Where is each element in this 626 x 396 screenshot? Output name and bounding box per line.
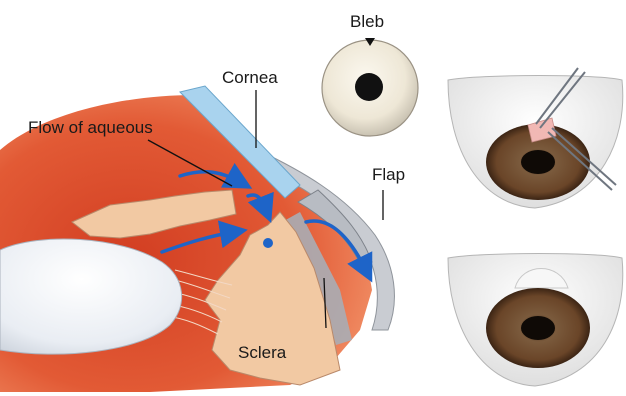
eye-with-forceps — [448, 68, 623, 208]
label-flap: Flap — [372, 165, 405, 185]
sclerostomy — [263, 238, 273, 248]
bleb-view — [322, 38, 418, 136]
pupil-upper — [521, 150, 555, 174]
label-flow-of-aqueous: Flow of aqueous — [28, 118, 153, 138]
label-sclera: Sclera — [238, 343, 286, 363]
bleb-pupil — [355, 73, 383, 101]
label-bleb: Bleb — [350, 12, 384, 32]
eye-after-surgery — [448, 254, 623, 387]
label-cornea: Cornea — [222, 68, 278, 88]
pupil-lower — [521, 316, 555, 340]
